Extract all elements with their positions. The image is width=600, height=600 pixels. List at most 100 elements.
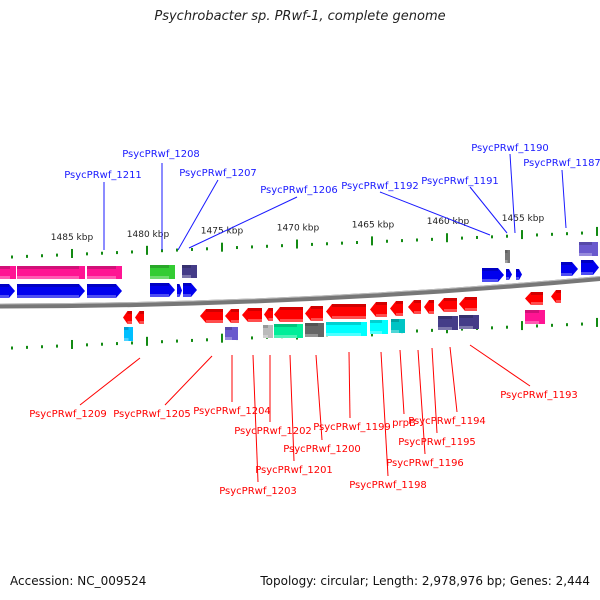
- reverse-gene: [242, 308, 262, 322]
- gene-feature-box: [274, 324, 303, 338]
- gene-shade: [87, 266, 116, 269]
- gene-feature-box: [182, 265, 197, 278]
- callout-line: [177, 179, 219, 251]
- minor-tick: [506, 325, 508, 329]
- callout-line: [561, 169, 567, 229]
- gene-shade: [444, 298, 457, 301]
- scale-label: 1460 kbp: [427, 217, 470, 227]
- gene-shade: [124, 327, 129, 330]
- gene-feature-box: [326, 322, 367, 336]
- major-tick: [371, 236, 373, 246]
- gene-feature-box: [0, 266, 16, 279]
- gene-label[interactable]: PsycPRwf_1201: [255, 465, 333, 476]
- major-tick: [146, 336, 148, 346]
- gene-shade: [87, 284, 116, 287]
- gene-label[interactable]: prpB: [392, 418, 416, 429]
- gene-highlight: [182, 275, 191, 278]
- gene-shade: [505, 250, 508, 253]
- minor-tick: [491, 326, 493, 330]
- callout-line: [164, 355, 213, 406]
- gene-shade: [482, 268, 498, 271]
- minor-tick: [386, 239, 388, 243]
- forward-gene: [516, 269, 522, 280]
- major-tick: [521, 230, 523, 240]
- gene-shade: [231, 309, 239, 312]
- minor-tick: [281, 244, 283, 248]
- minor-tick: [326, 242, 328, 246]
- gene-label[interactable]: PsycPRwf_1206: [260, 185, 338, 196]
- reverse-gene: [408, 300, 421, 314]
- gene-label[interactable]: PsycPRwf_1204: [193, 406, 271, 417]
- callout-line: [417, 349, 426, 455]
- minor-tick: [551, 323, 553, 327]
- gene-shade: [263, 325, 268, 328]
- major-tick: [71, 248, 73, 258]
- major-tick: [596, 317, 598, 327]
- gene-shade: [396, 301, 403, 304]
- gene-feature-box: [525, 310, 545, 324]
- gene-highlight: [391, 330, 399, 333]
- gene-label[interactable]: PsycPRwf_1208: [122, 149, 200, 160]
- gene-highlight: [326, 333, 361, 336]
- gene-label[interactable]: PsycPRwf_1195: [398, 437, 476, 448]
- minor-tick: [311, 242, 313, 246]
- minor-tick: [191, 247, 193, 251]
- major-tick: [446, 233, 448, 243]
- gene-label[interactable]: PsycPRwf_1200: [283, 444, 361, 455]
- gene-label[interactable]: PsycPRwf_1191: [421, 176, 499, 187]
- minor-tick: [416, 329, 418, 333]
- gene-label[interactable]: PsycPRwf_1196: [386, 458, 464, 469]
- major-tick: [296, 239, 298, 249]
- gene-label[interactable]: PsycPRwf_1192: [341, 181, 419, 192]
- gene-feature-box: [370, 320, 388, 334]
- minor-tick: [176, 339, 178, 343]
- minor-tick: [251, 336, 253, 340]
- reverse-gene: [438, 298, 457, 312]
- gene-label[interactable]: PsycPRwf_1207: [179, 168, 257, 179]
- gene-shade: [326, 322, 361, 325]
- minor-tick: [41, 254, 43, 258]
- gene-feature-box: [459, 315, 479, 329]
- minor-tick: [86, 343, 88, 347]
- gene-label[interactable]: PsycPRwf_1205: [113, 409, 191, 420]
- minor-tick: [56, 253, 58, 257]
- forward-gene: [482, 268, 504, 282]
- reverse-gene: [305, 306, 323, 321]
- gene-highlight: [150, 276, 169, 279]
- genome-backbone: [0, 275, 600, 309]
- minor-tick: [236, 246, 238, 250]
- gene-highlight: [127, 321, 132, 324]
- gene-highlight: [516, 277, 519, 280]
- callout-line: [449, 346, 458, 413]
- major-tick: [221, 333, 223, 343]
- gene-label[interactable]: PsycPRwf_1211: [64, 170, 142, 181]
- minor-tick: [416, 238, 418, 242]
- minor-tick: [476, 235, 478, 239]
- gene-highlight: [556, 300, 561, 303]
- gene-shade: [332, 304, 366, 307]
- gene-features: [0, 242, 599, 341]
- reverse-gene: [225, 309, 239, 323]
- gene-shade: [391, 319, 399, 322]
- gene-feature-box: [17, 266, 85, 279]
- gene-label[interactable]: PsycPRwf_1193: [500, 390, 578, 401]
- gene-label[interactable]: PsycPRwf_1190: [471, 143, 549, 154]
- gene-label[interactable]: PsycPRwf_1203: [219, 486, 297, 497]
- gene-label[interactable]: PsycPRwf_1198: [349, 480, 427, 491]
- gene-shade: [506, 269, 509, 272]
- gene-shade: [17, 284, 79, 287]
- minor-tick: [536, 324, 538, 328]
- gene-highlight: [370, 331, 382, 334]
- gene-label[interactable]: PsycPRwf_1199: [313, 422, 391, 433]
- gene-shade: [150, 265, 169, 268]
- callout-line: [399, 349, 405, 415]
- gene-highlight: [17, 276, 79, 279]
- gene-label[interactable]: PsycPRwf_1194: [408, 416, 486, 427]
- gene-highlight: [17, 295, 79, 298]
- gene-label[interactable]: PsycPRwf_1187: [523, 158, 600, 169]
- gene-highlight: [506, 277, 509, 280]
- gene-feature-box: [579, 242, 598, 256]
- gene-label[interactable]: PsycPRwf_1209: [29, 409, 107, 420]
- gene-label[interactable]: PsycPRwf_1202: [234, 426, 312, 437]
